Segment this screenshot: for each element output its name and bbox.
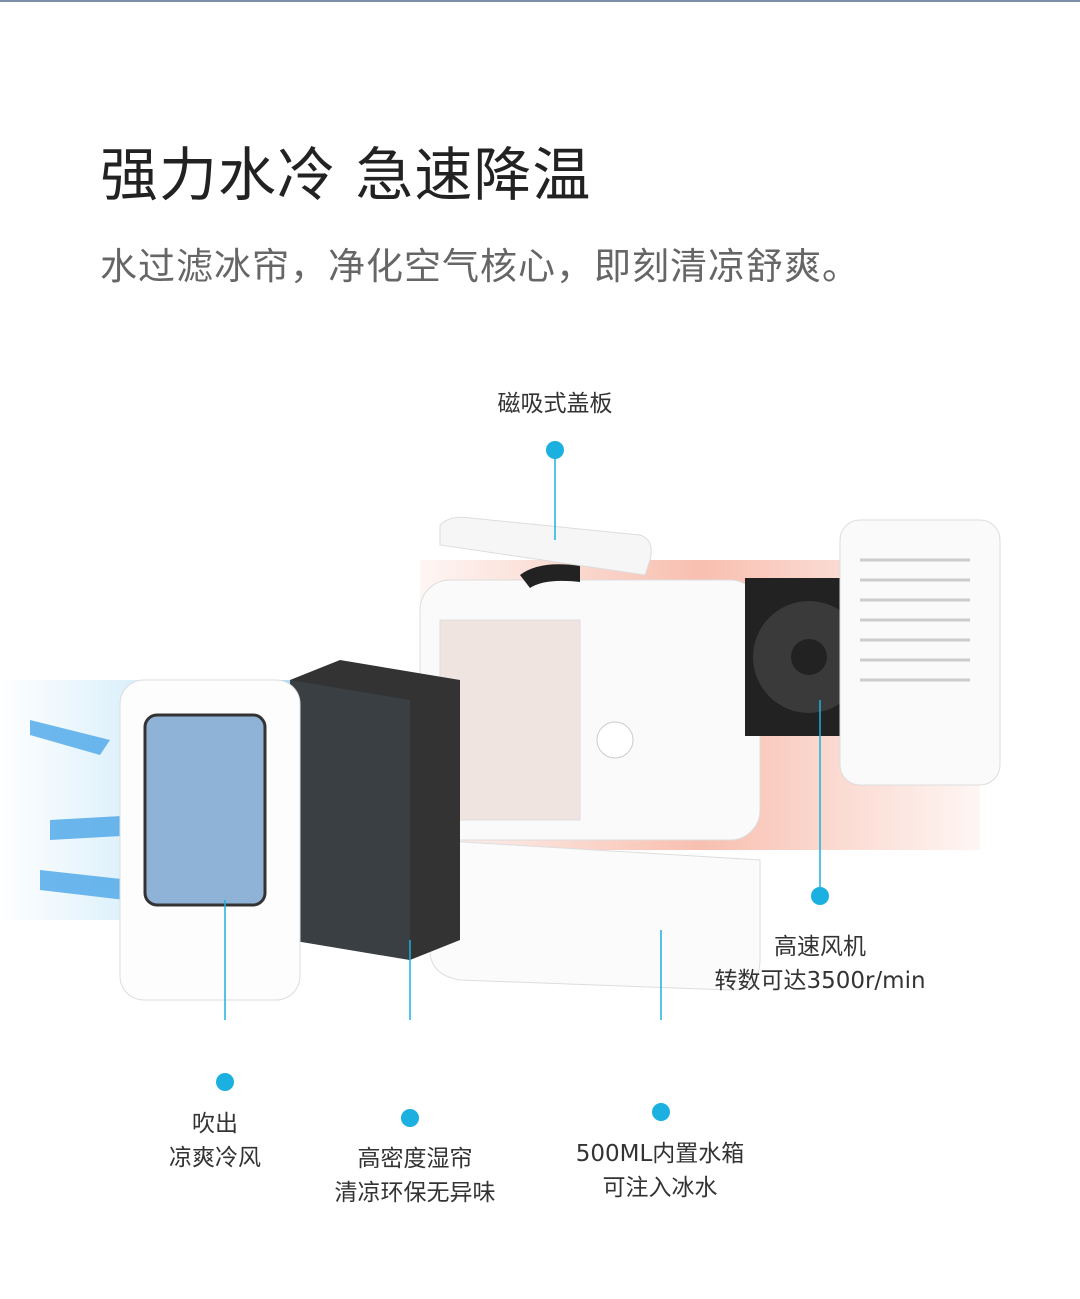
exploded-product-illustration — [0, 441, 1001, 1020]
callout-cover: 磁吸式盖板 — [490, 387, 620, 421]
top-border — [0, 0, 1080, 2]
outlet-grille-part — [119, 679, 301, 1001]
callout-fan-detail: 转数可达3500r/min — [714, 968, 926, 994]
page-title: 强力水冷 急速降温 — [100, 141, 592, 209]
callout-dot-tank — [652, 1103, 670, 1121]
lower-callout-dots — [216, 1073, 670, 1127]
callout-outlet-detail: 凉爽冷风 — [169, 1145, 261, 1171]
callout-cover-text: 磁吸式盖板 — [497, 391, 613, 417]
callout-outlet: 吹出 凉爽冷风 — [150, 1107, 280, 1175]
callout-curtain-title: 高密度湿帘 — [357, 1146, 473, 1172]
cool-air-arrows — [30, 720, 140, 900]
callout-dot-fan — [811, 887, 829, 905]
fan-part — [745, 578, 873, 736]
callout-tank: 500ML内置水箱 可注入冰水 — [550, 1137, 770, 1205]
callout-outlet-title: 吹出 — [192, 1111, 238, 1137]
callout-tank-detail: 可注入冰水 — [602, 1175, 718, 1201]
magnetic-cover-part — [439, 516, 652, 576]
callout-dot-outlet — [216, 1073, 234, 1091]
callout-dot-curtain — [401, 1109, 419, 1127]
callout-dot-cover — [546, 441, 564, 459]
callout-fan: 高速风机 转数可达3500r/min — [700, 930, 940, 998]
callout-curtain: 高密度湿帘 清凉环保无异味 — [310, 1142, 520, 1210]
wet-curtain-part — [290, 660, 460, 960]
rear-grille-part — [839, 519, 1001, 786]
callout-fan-title: 高速风机 — [774, 934, 866, 960]
main-body-part — [419, 564, 761, 841]
callout-tank-title: 500ML内置水箱 — [575, 1141, 745, 1167]
callout-curtain-detail: 清凉环保无异味 — [334, 1180, 496, 1206]
water-tank-part — [429, 839, 761, 991]
callout-lines — [224, 441, 829, 1020]
page-subtitle: 水过滤冰帘，净化空气核心，即刻清凉舒爽。 — [100, 245, 860, 288]
